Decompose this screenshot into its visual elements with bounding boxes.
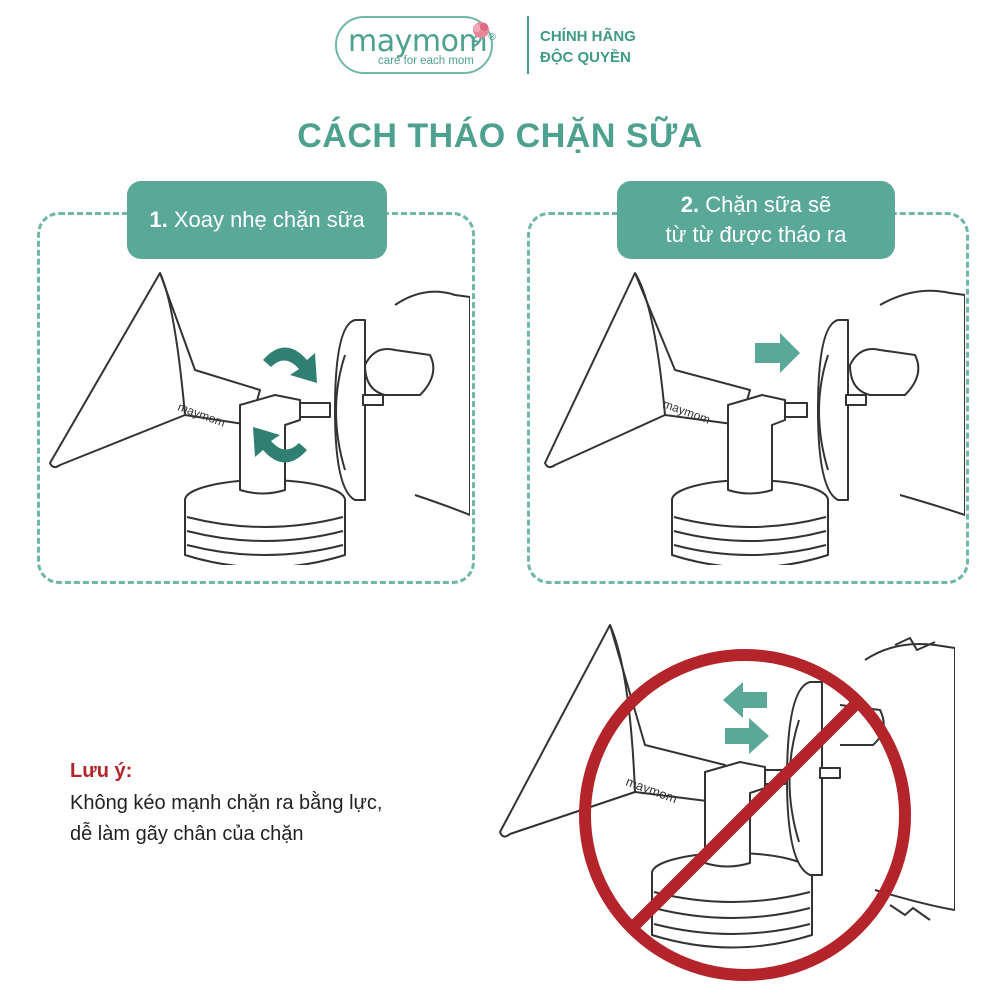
breast-pump-illustration-step-2: maymom	[544, 272, 965, 565]
step-1-label: 1. Xoay nhẹ chặn sữa	[127, 181, 387, 259]
arrow-right-icon	[725, 718, 769, 754]
brand-tagline: care for each mom	[378, 55, 474, 67]
note-text-line1: Không kéo mạnh chặn ra bằng lực,	[70, 792, 383, 814]
rotate-arrows-icon	[253, 347, 317, 463]
flower-icon	[471, 22, 489, 47]
brand-name: maymom®	[348, 24, 497, 59]
brand-logo	[335, 16, 493, 74]
page-title: CÁCH THÁO CHẶN SỮA	[297, 117, 703, 155]
prohibited-icon	[579, 649, 911, 981]
authentic-label-line2: ĐỘC QUYỀN	[540, 49, 631, 66]
arrow-left-icon	[723, 682, 767, 718]
motion-lines	[889, 636, 936, 921]
note-text-line2: dễ làm gãy chân của chặn	[70, 823, 304, 845]
note-title: Lưu ý:	[70, 760, 133, 782]
header-divider	[527, 16, 529, 74]
authentic-label-line1: CHÍNH HÃNG	[540, 28, 636, 45]
wrong-usage-illustration: maymom	[499, 624, 955, 981]
breast-pump-illustration-step-1: maymom	[49, 272, 470, 565]
arrow-right-icon	[755, 333, 800, 373]
